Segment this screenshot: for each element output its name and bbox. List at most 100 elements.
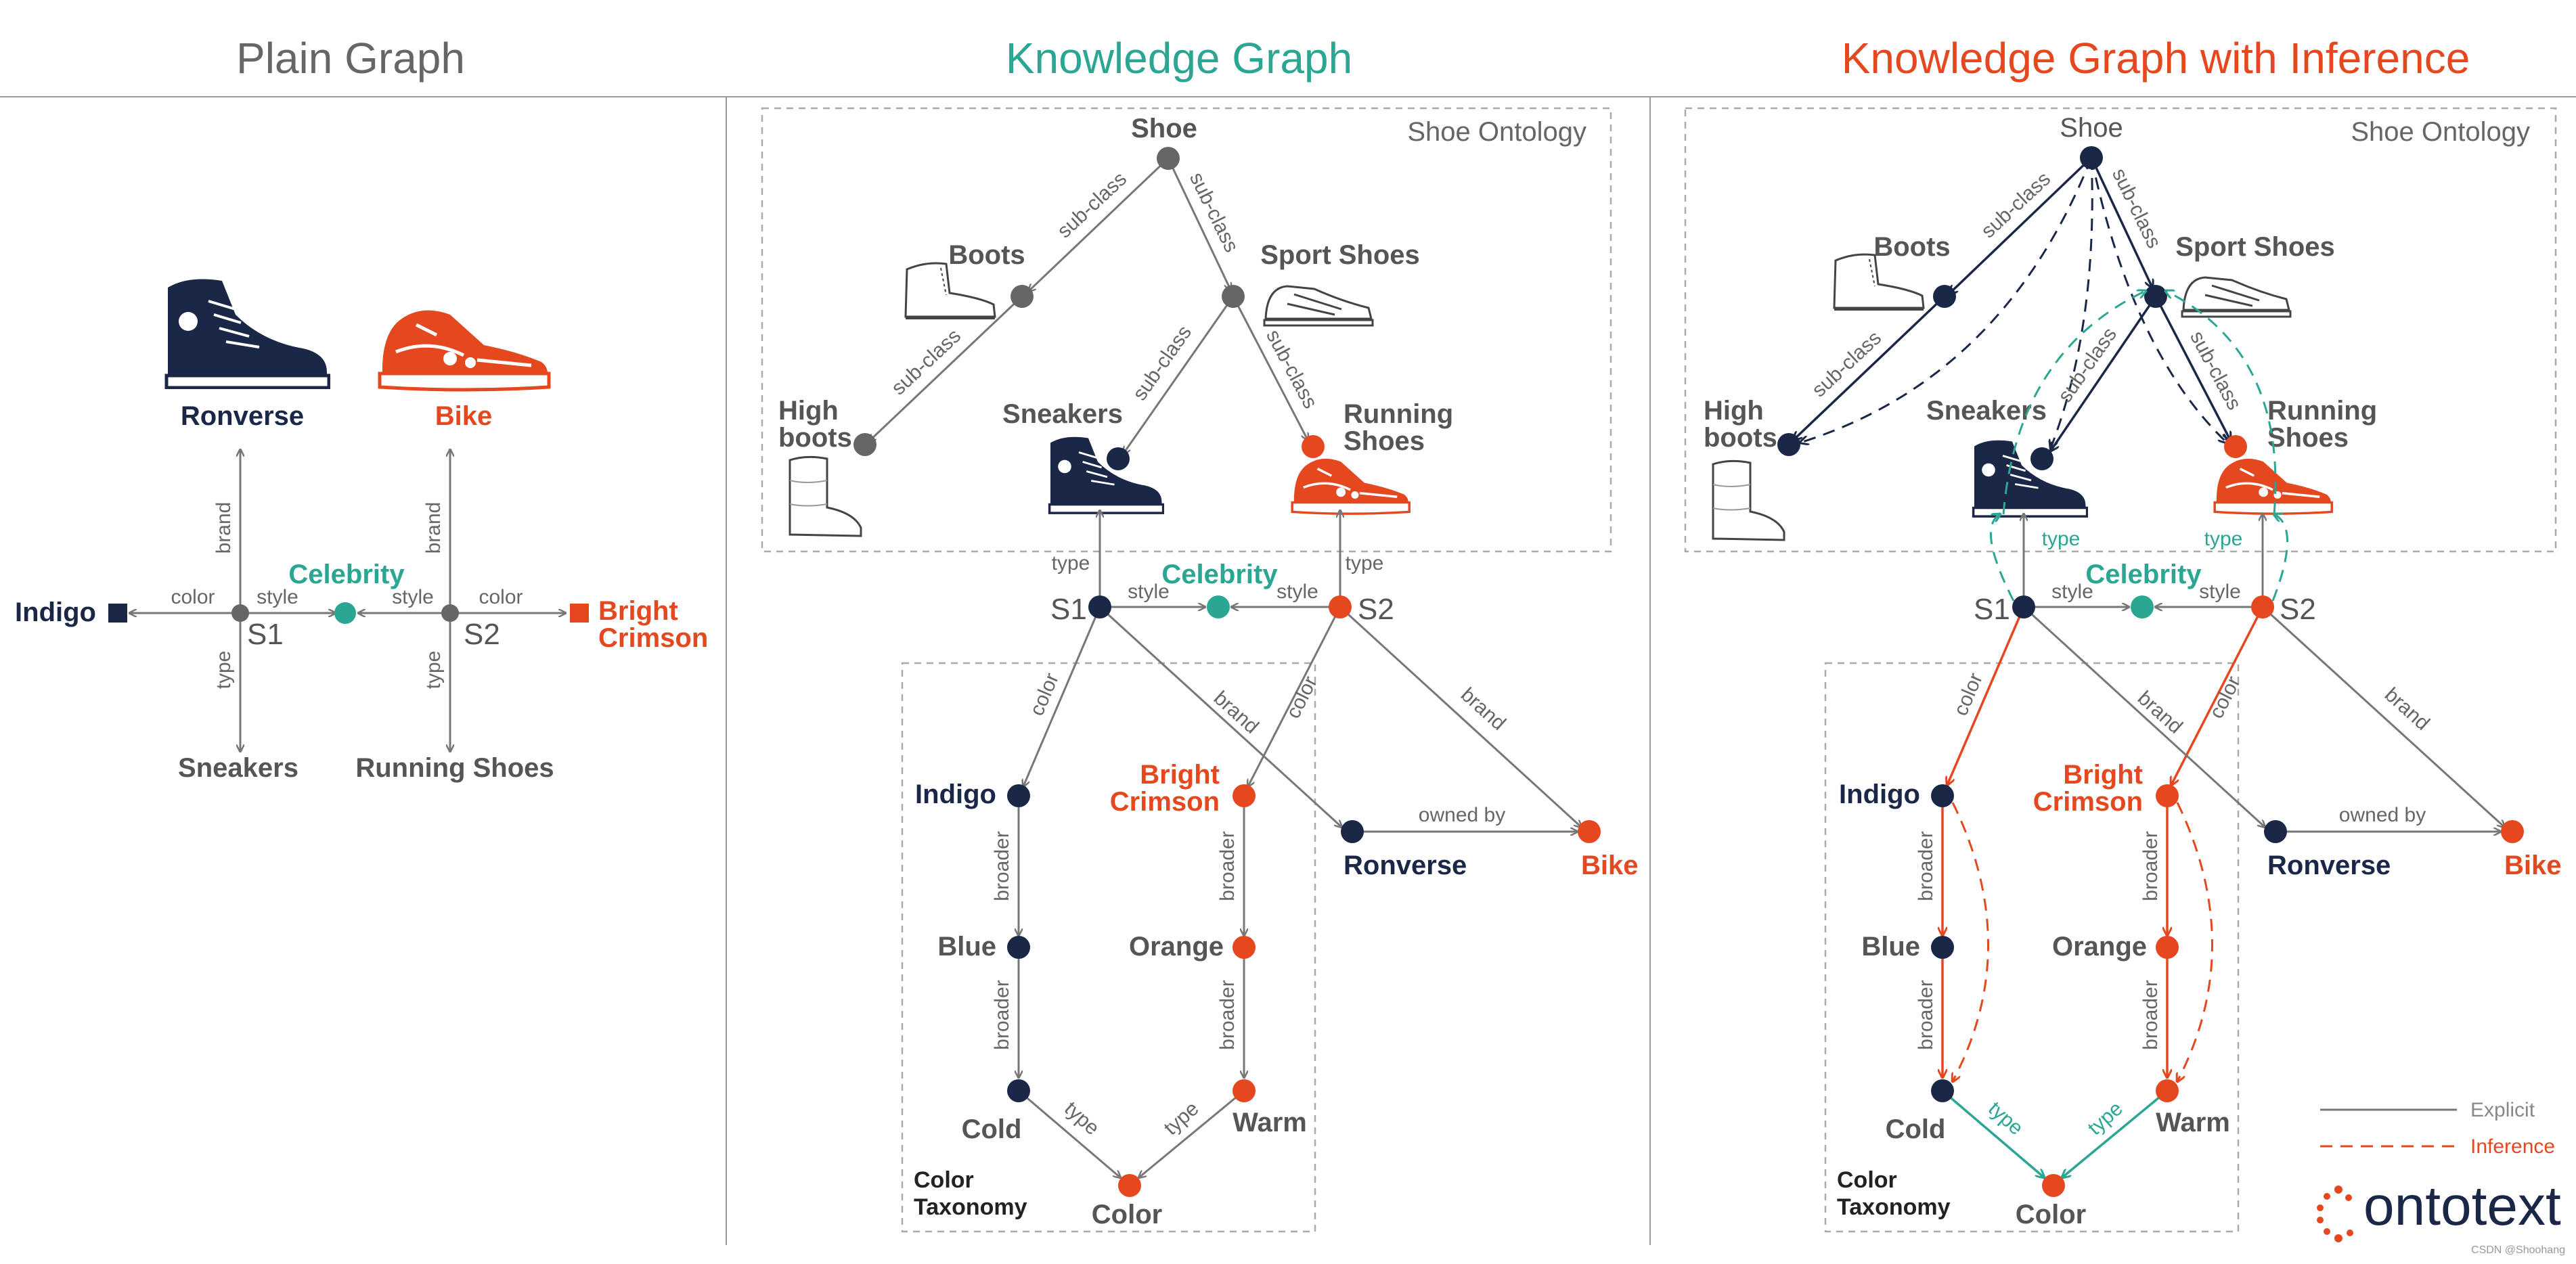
edge-label-type: type [1060, 1098, 1103, 1139]
edge-label-broader: broader [2139, 980, 2162, 1049]
shoe-label: Shoe [2060, 113, 2123, 143]
ronverse-label: Ronverse [181, 401, 304, 431]
indigo-node [108, 604, 127, 623]
edge-label-type: type [1052, 552, 1090, 574]
edge-label-broader: broader [2139, 831, 2162, 901]
shoe-running-inferred-edge [2090, 157, 2227, 443]
sport-shoes-label: Sport Shoes [2175, 232, 2335, 262]
boots-node [1011, 285, 1034, 308]
s2-brand-edge [1339, 606, 1581, 827]
color-label: Color [1092, 1200, 1162, 1229]
plain-graph-title: Plain Graph [236, 34, 465, 83]
edge-label-owned-by: owned by [1419, 804, 1505, 826]
edge-label-color: color [171, 586, 215, 608]
s2-type-inferred-edge [2273, 514, 2288, 602]
knowledge-graph-inference-panel: Shoe Ontology sub-class sub-class sub-cl… [1684, 107, 2562, 1233]
indigo-label: Indigo [15, 597, 96, 627]
boot-icon [904, 262, 996, 319]
celebrity-label: Celebrity [288, 560, 405, 589]
high-boot-icon [1712, 459, 1785, 541]
color-taxonomy-label-1: Color [1837, 1167, 1897, 1193]
celebrity-label: Celebrity [2085, 560, 2202, 589]
edge-label-type: type [422, 651, 445, 690]
warm-color-type-edge [2062, 1089, 2169, 1177]
high-boot-icon [789, 455, 862, 537]
knowledge-graph-inference-title: Knowledge Graph with Inference [1842, 34, 2470, 83]
shoe-ontology-box [1684, 107, 2557, 553]
edge-label-broader: broader [1915, 980, 1937, 1049]
red-running-shoe-icon [2213, 457, 2333, 515]
edge-label-broader: broader [991, 980, 1013, 1049]
red-running-shoe-icon [380, 311, 549, 390]
celebrity-label: Celebrity [1161, 560, 1278, 589]
red-running-shoe-icon [1291, 457, 1411, 515]
edge-label-owned-by: owned by [2339, 804, 2426, 826]
ronverse-node [2264, 820, 2287, 843]
celebrity-node [1207, 595, 1230, 618]
edge-label-color: color [479, 586, 523, 608]
sport-shoes-label: Sport Shoes [1260, 240, 1420, 270]
edge-label-type: type [1984, 1098, 2027, 1139]
bike-node [2501, 820, 2524, 843]
sneakers-label: Sneakers [1926, 396, 2047, 426]
color-taxonomy-label-2: Taxonomy [914, 1194, 1027, 1220]
running-shoes-label: Running Shoes [355, 753, 554, 783]
boots2-label: boots [778, 423, 852, 453]
color-taxonomy-box [901, 662, 1316, 1233]
edge-label-subclass: sub-class [2053, 323, 2121, 407]
edge-label-brand: brand [213, 502, 235, 554]
indigo-cold-inferred-edge [1953, 802, 1989, 1081]
s2-label: S2 [2280, 593, 2316, 626]
knowledge-graph-panel: Shoe Ontology sub-class sub-class sub-cl… [761, 107, 1639, 1233]
warm-color-type-edge [1139, 1089, 1245, 1177]
edge-label-style: style [1276, 581, 1318, 603]
edge-label-brand: brand [1457, 683, 1510, 735]
edge-label-style: style [1128, 581, 1170, 603]
edge-label-broader: broader [1216, 980, 1239, 1049]
s2-brand-edge [2261, 606, 2504, 827]
boots-highboots-subclass-edge [1794, 295, 1946, 440]
edge-label-color: color [1025, 670, 1063, 719]
bike-label: Bike [1581, 851, 1639, 880]
shoe-ontology-label: Shoe Ontology [2351, 117, 2530, 147]
crimson-warm-inferred-edge [2177, 802, 2213, 1081]
edge-label-brand: brand [2380, 683, 2434, 735]
warm-label: Warm [2156, 1108, 2230, 1137]
edge-label-broader: broader [1915, 831, 1937, 901]
running-shoes-node [1302, 435, 1325, 458]
color-taxonomy-box [1824, 662, 2240, 1233]
edge-label-type: type [1346, 552, 1384, 574]
edge-label-style: style [257, 586, 298, 608]
shoe-boots-subclass-edge [1029, 157, 1170, 291]
edge-label-type: type [1160, 1098, 1203, 1139]
bright-crimson-node [1233, 784, 1256, 807]
indigo-node [1007, 784, 1030, 807]
bike-node [1578, 820, 1601, 843]
high-label: High [1704, 396, 1764, 426]
ronverse-node [1341, 820, 1364, 843]
edge-label-style: style [2199, 581, 2241, 603]
boots-highboots-subclass-edge [869, 295, 1023, 441]
edge-label-broader: broader [1216, 831, 1239, 901]
s1-node [231, 604, 249, 622]
edge-label-style: style [392, 586, 434, 608]
cold-color-type-edge [1018, 1089, 1120, 1177]
sport-running-subclass-edge [2154, 296, 2230, 440]
ontotext-logo-icon [2317, 1186, 2353, 1242]
s1-label: S1 [1974, 593, 2010, 626]
edge-label-type: type [2084, 1098, 2127, 1139]
s1-node [1088, 595, 1111, 618]
shoe-sneakers-inferred-edge [2051, 157, 2093, 448]
s1-label: S1 [1050, 593, 1087, 626]
knowledge-graph-title: Knowledge Graph [1006, 34, 1352, 83]
cold-node [1007, 1079, 1030, 1102]
blue-label: Blue [937, 932, 996, 962]
orange-node [2156, 936, 2179, 959]
s1-type-inferred-edge [1989, 514, 2015, 602]
shoe-boots-subclass-edge [1949, 156, 2093, 294]
warm-node [2156, 1079, 2179, 1102]
s1-node [2012, 595, 2035, 618]
high-boots-node [853, 433, 876, 456]
shoes-label: Shoes [2267, 423, 2349, 453]
